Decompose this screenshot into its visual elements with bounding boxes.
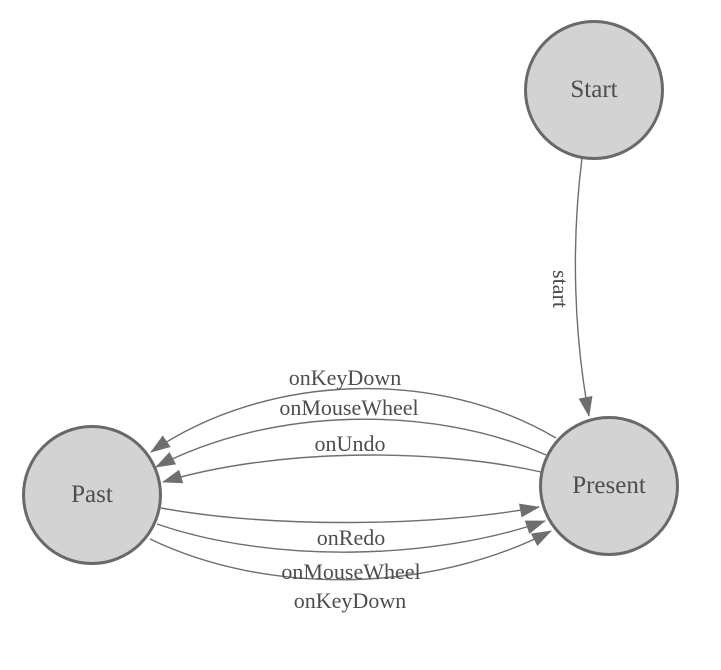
- node-present[interactable]: Present: [539, 416, 679, 556]
- node-present-label: Present: [572, 472, 646, 499]
- edge-label-start: start: [548, 270, 573, 308]
- node-past-label: Past: [71, 481, 113, 508]
- edge-past-to-present-onredo[interactable]: [160, 503, 540, 524]
- edge-start-to-present[interactable]: [574, 157, 593, 417]
- edge-past-to-present-onmousewheel[interactable]: [156, 520, 546, 553]
- edge-label-onkeydown-bottom: onKeyDown: [293, 588, 407, 613]
- node-start[interactable]: Start: [524, 20, 664, 160]
- node-past[interactable]: Past: [22, 425, 162, 565]
- edge-past-to-present-onkeydown[interactable]: [149, 530, 552, 581]
- edge-present-to-past-onmousewheel[interactable]: [155, 418, 547, 468]
- edge-label-onmousewheel-bottom: onMouseWheel: [281, 559, 421, 584]
- node-start-label: Start: [570, 76, 618, 103]
- edge-present-to-past-onkeydown[interactable]: [150, 387, 557, 453]
- edge-present-to-past-onundo[interactable]: [162, 454, 542, 484]
- edge-label-onmousewheel-top: onMouseWheel: [279, 395, 419, 420]
- edge-label-onundo: onUndo: [314, 431, 386, 456]
- edge-label-onkeydown-top: onKeyDown: [288, 365, 402, 390]
- edge-label-onredo: onRedo: [316, 525, 386, 550]
